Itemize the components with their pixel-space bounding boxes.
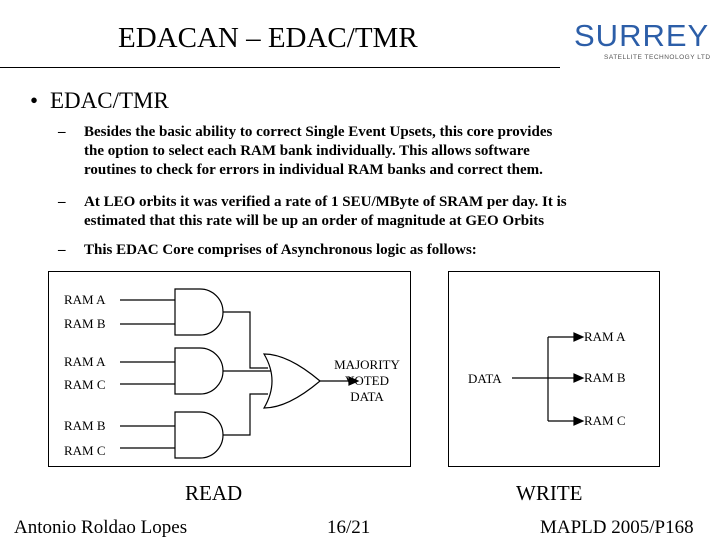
gate1-input-label: RAM B bbox=[64, 316, 106, 331]
gate3-input-label: RAM B bbox=[64, 418, 106, 433]
gate2-input-label: RAM C bbox=[64, 377, 106, 392]
wire-g1-to-or bbox=[223, 311, 268, 369]
title-divider bbox=[0, 67, 560, 68]
read-output-arrowhead bbox=[348, 376, 360, 386]
sub-bullet-line: estimated that this rate will be up an o… bbox=[84, 213, 545, 229]
footer-conference: MAPLD 2005/P168 bbox=[540, 517, 694, 538]
gate3-input-label: RAM C bbox=[64, 443, 106, 458]
write-arrowhead-b bbox=[573, 373, 585, 383]
sub-bullet-line: This EDAC Core comprises of Asynchronous… bbox=[84, 242, 477, 258]
and-gate-1 bbox=[174, 288, 224, 336]
output-label: MAJORITY bbox=[334, 357, 400, 372]
read-diagram-labels: RAM A RAM B RAM A RAM C RAM B RAM C MAJO… bbox=[64, 292, 400, 458]
footer-page-number: 16/21 bbox=[327, 517, 371, 538]
write-output-label: RAM B bbox=[584, 370, 626, 385]
write-diagram-panel bbox=[448, 271, 660, 467]
sub-bullet-dash: – bbox=[58, 242, 66, 258]
sub-bullet-line: Besides the basic ability to correct Sin… bbox=[84, 124, 553, 140]
surrey-logo: SURREY SATELLITE TECHNOLOGY LTD bbox=[574, 18, 720, 70]
write-output-label: RAM A bbox=[584, 329, 626, 344]
wire-g3-to-or bbox=[223, 393, 268, 436]
output-label: DATA bbox=[350, 389, 384, 404]
write-arrowhead-a bbox=[573, 332, 585, 342]
write-caption: WRITE bbox=[516, 481, 583, 505]
main-bullet: • EDAC/TMR bbox=[30, 88, 169, 114]
bullet-glyph: • bbox=[30, 88, 39, 113]
logo-subtext: SATELLITE TECHNOLOGY LTD bbox=[604, 54, 711, 61]
sub-bullet-line: the option to select each RAM bank indiv… bbox=[84, 143, 530, 159]
sub-bullet-dash: – bbox=[58, 194, 66, 210]
main-bullet-text: EDAC/TMR bbox=[50, 88, 169, 113]
write-diagram-labels: DATA RAM A RAM B RAM C bbox=[468, 329, 626, 428]
or-gate bbox=[262, 353, 321, 409]
gate1-input-label: RAM A bbox=[64, 292, 106, 307]
slide-title: EDACAN – EDAC/TMR bbox=[118, 22, 418, 54]
and-gate-2 bbox=[174, 347, 224, 395]
logo-wordmark: SURREY bbox=[574, 18, 710, 53]
read-diagram bbox=[120, 288, 360, 459]
write-arrowhead-c bbox=[573, 416, 585, 426]
sub-bullet-line: At LEO orbits it was verified a rate of … bbox=[84, 194, 567, 210]
gate2-input-label: RAM A bbox=[64, 354, 106, 369]
write-output-label: RAM C bbox=[584, 413, 626, 428]
write-input-label: DATA bbox=[468, 371, 502, 386]
footer-author: Antonio Roldao Lopes bbox=[14, 517, 188, 538]
write-diagram bbox=[512, 332, 585, 426]
sub-bullet-dash: – bbox=[58, 124, 66, 140]
and-gate-3 bbox=[174, 411, 224, 459]
output-label: VOTED bbox=[345, 373, 389, 388]
sub-bullet-line: routines to check for errors in individu… bbox=[84, 162, 543, 178]
read-diagram-panel bbox=[48, 271, 411, 467]
read-caption: READ bbox=[185, 481, 243, 505]
